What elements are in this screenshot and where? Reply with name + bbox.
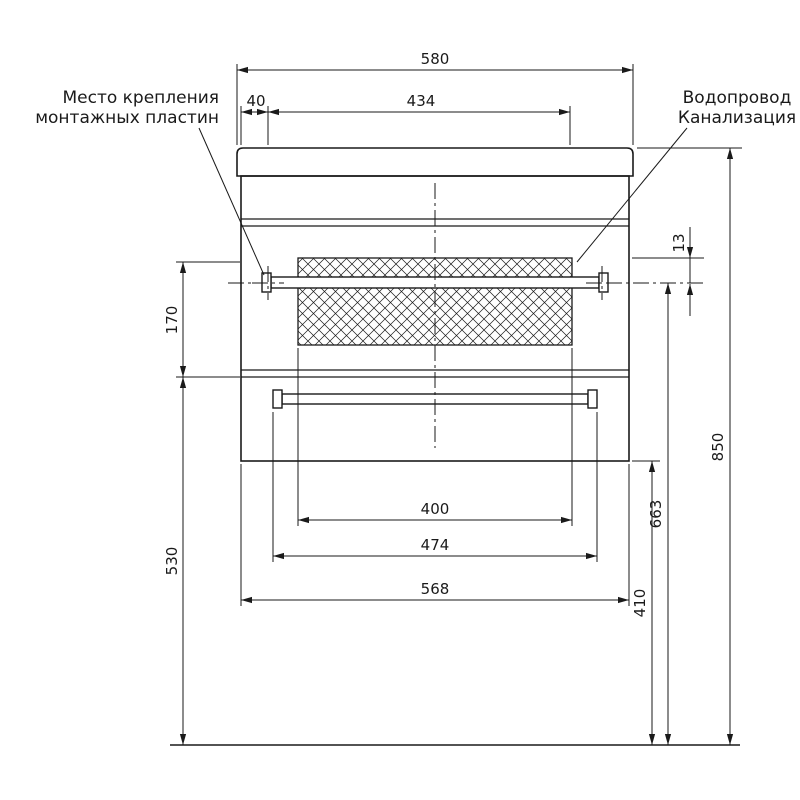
dim-value-410: 410 xyxy=(631,589,649,618)
dim-value-400: 400 xyxy=(421,500,450,518)
dim-cabinet-width: 568 xyxy=(240,464,630,606)
dim-left-lower: 530 xyxy=(163,377,187,745)
cabinet-object xyxy=(170,147,740,746)
dim-countertop-width: 580 xyxy=(236,50,634,145)
dim-plate-offsets: 40 434 xyxy=(240,92,571,145)
dim-value-850: 850 xyxy=(709,433,727,462)
plumbing-label-line2: Канализация xyxy=(678,108,796,128)
dim-rail-gap: 13 xyxy=(632,227,704,316)
mounting-plates-label-line2: монтажных пластин xyxy=(35,108,219,128)
dim-value-40: 40 xyxy=(246,92,265,110)
plumbing-label-line1: Водопровод xyxy=(683,88,792,108)
cabinet-body xyxy=(240,175,630,462)
dim-opening-width: 400 xyxy=(297,348,573,526)
plumbing-callout: Водопровод Канализация xyxy=(576,88,796,263)
dim-value-568: 568 xyxy=(421,580,450,598)
mounting-plate-marker-right xyxy=(586,266,618,300)
leader-line xyxy=(198,127,265,276)
dim-left-upper: 170 xyxy=(163,261,240,378)
dim-value-13: 13 xyxy=(670,233,688,252)
countertop xyxy=(236,147,634,177)
dim-plumbing-height: 663 xyxy=(647,283,672,745)
dim-floor-clearance: 410 xyxy=(631,460,660,745)
leader-line xyxy=(576,127,688,263)
mounting-plates-callout: Место крепления монтажных пластин xyxy=(35,88,265,276)
rail-end-cap xyxy=(272,389,283,409)
rail-end-cap xyxy=(587,389,598,409)
dim-total-height: 850 xyxy=(637,147,742,745)
dim-value-170: 170 xyxy=(163,306,181,335)
dim-value-434: 434 xyxy=(407,92,436,110)
dim-value-580: 580 xyxy=(421,50,450,68)
dim-rail-width: 474 xyxy=(272,412,598,562)
dim-value-530: 530 xyxy=(163,547,181,576)
mounting-plate-marker-left xyxy=(252,266,284,300)
dim-value-474: 474 xyxy=(421,536,450,554)
mounting-plates-label-line1: Место крепления xyxy=(62,88,219,108)
dim-value-663: 663 xyxy=(647,500,665,529)
